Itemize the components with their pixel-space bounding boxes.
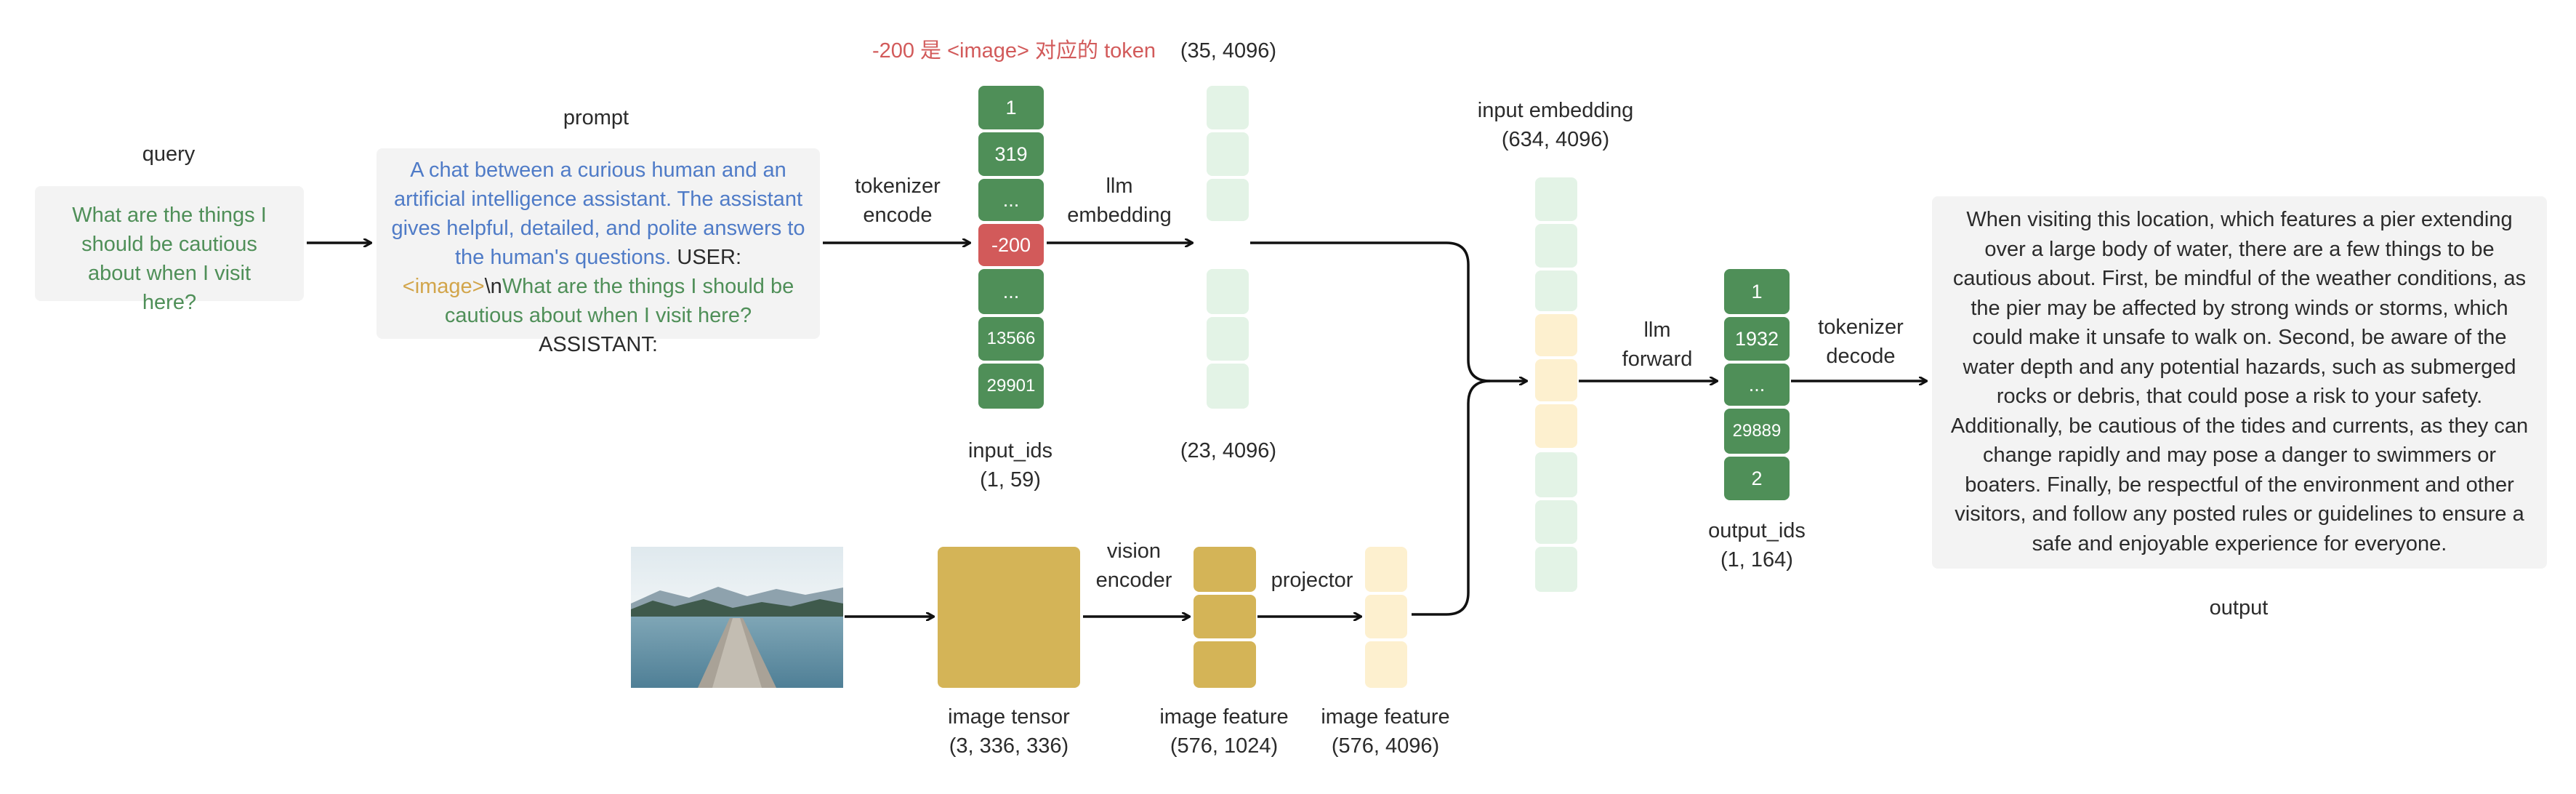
embedding-top-shape: (35, 4096)	[1180, 39, 1277, 63]
prompt-image-token: <image>	[402, 275, 485, 298]
embedding-cell	[1207, 86, 1249, 129]
output-id-token: 1	[1724, 269, 1790, 314]
embedding-cell	[1207, 132, 1249, 176]
output-id-token: 2	[1724, 457, 1790, 500]
llm-embedding-label-1: llm	[1106, 175, 1133, 198]
output-id-token: ...	[1724, 364, 1790, 406]
tokenizer-decode-label-2: decode	[1826, 345, 1896, 368]
image-feature-2-shape: (576, 4096)	[1331, 734, 1440, 758]
query-text: What are the things I should be cautious…	[72, 204, 267, 314]
prompt-system-text: A chat between a curious human and an ar…	[391, 159, 805, 269]
input-embedding-image-cell	[1535, 404, 1577, 448]
image-tensor-label: image tensor	[948, 705, 1070, 729]
input-id-token: 13566	[978, 317, 1044, 361]
vision-encoder-label-1: vision	[1106, 540, 1162, 563]
vision-encoder-label-2: encoder	[1095, 569, 1172, 592]
prompt-newline: \n	[484, 275, 502, 298]
prompt-user-tag: USER:	[677, 246, 742, 269]
llm-forward-label-1: llm	[1643, 318, 1671, 342]
tokenizer-encode-label-1: tokenizer	[855, 175, 941, 198]
arrow-projector-to-input-embedding	[1412, 380, 1491, 616]
embedding-bottom-shape: (23, 4096)	[1180, 439, 1277, 462]
input-embedding-image-cell	[1535, 359, 1577, 401]
input-embedding-image-cell	[1535, 314, 1577, 356]
input-embedding-label: input embedding	[1477, 99, 1634, 122]
input-embedding-text-cell	[1535, 500, 1577, 544]
input-id-token: 29901	[978, 364, 1044, 409]
image-feature-2-label: image feature	[1321, 705, 1450, 729]
input-embedding-text-cell	[1535, 452, 1577, 497]
embedding-cell	[1207, 317, 1249, 361]
image-feature-1-label: image feature	[1159, 705, 1289, 729]
embedding-cell	[1207, 269, 1249, 314]
embedding-cell	[1207, 364, 1249, 409]
input-embedding-shape: (634, 4096)	[1501, 128, 1610, 151]
input-photo	[631, 547, 843, 688]
output-text: When visiting this location, which featu…	[1950, 208, 2529, 556]
output-ids-label: output_ids	[1708, 519, 1806, 542]
input-id-image-token: -200	[978, 224, 1044, 266]
prompt-title: prompt	[563, 106, 629, 129]
prompt-assistant-tag: ASSISTANT:	[539, 333, 658, 356]
projector-label: projector	[1271, 569, 1353, 592]
input-embedding-text-cell	[1535, 224, 1577, 268]
embedding-cell	[1207, 179, 1249, 221]
image-feature-cell	[1194, 641, 1256, 688]
input-id-token: ...	[978, 269, 1044, 314]
arrow-embedding-to-input-embedding	[1250, 241, 1526, 381]
output-box: When visiting this location, which featu…	[1932, 196, 2547, 569]
input-embedding-text-cell	[1535, 547, 1577, 592]
query-box: What are the things I should be cautious…	[35, 186, 304, 314]
llm-forward-label-2: forward	[1622, 348, 1693, 371]
image-tensor-block	[938, 547, 1080, 688]
projected-feature-cell	[1365, 547, 1407, 592]
input-ids-label: input_ids	[967, 439, 1053, 462]
image-token-annotation: -200 是 <image> 对应的 token	[872, 39, 1156, 63]
image-tensor-shape: (3, 336, 336)	[949, 734, 1069, 758]
output-id-token: 29889	[1724, 409, 1790, 454]
prompt-question: What are the things I should be cautious…	[444, 275, 794, 327]
image-feature-cell	[1194, 595, 1256, 638]
input-id-token: 319	[978, 132, 1044, 176]
tokenizer-decode-label-1: tokenizer	[1818, 316, 1904, 339]
image-feature-1-shape: (576, 1024)	[1170, 734, 1279, 758]
projected-feature-cell	[1365, 595, 1407, 638]
query-title: query	[142, 143, 196, 166]
prompt-box: A chat between a curious human and an ar…	[377, 148, 820, 356]
input-embedding-text-cell	[1535, 270, 1577, 311]
tokenizer-encode-label-2: encode	[863, 204, 933, 227]
llm-embedding-label-2: embedding	[1067, 204, 1172, 227]
output-ids-shape: (1, 164)	[1720, 548, 1793, 572]
projected-feature-cell	[1365, 641, 1407, 688]
input-embedding-text-cell	[1535, 177, 1577, 221]
input-id-token: ...	[978, 179, 1044, 221]
lake-pier-photo	[631, 547, 843, 688]
input-ids-shape: (1, 59)	[980, 468, 1041, 492]
output-id-token: 1932	[1724, 317, 1790, 361]
input-id-token: 1	[978, 86, 1044, 129]
image-feature-cell	[1194, 547, 1256, 592]
output-title: output	[2209, 596, 2269, 619]
